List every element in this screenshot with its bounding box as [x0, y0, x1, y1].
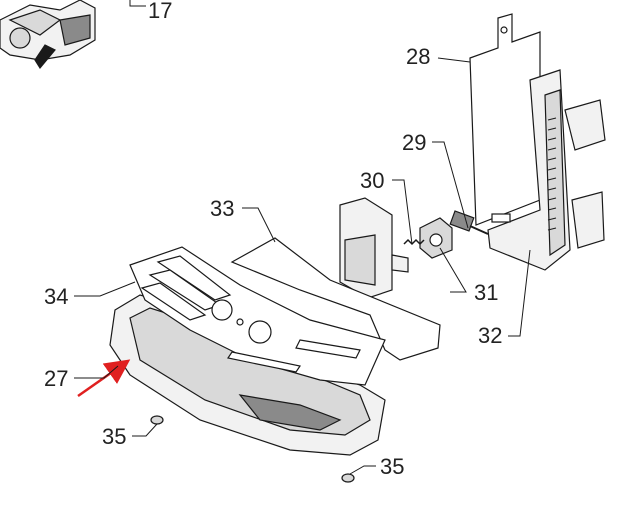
callout-33: 33	[210, 196, 235, 221]
callout-35-left: 35	[102, 424, 127, 449]
part-30-spring	[403, 238, 425, 246]
callout-32: 32	[478, 323, 503, 348]
callout-35-right: 35	[380, 454, 405, 479]
callout-28: 28	[406, 44, 431, 69]
part-35-foot-left	[150, 415, 164, 425]
part-28-rear-plate	[469, 13, 541, 226]
part-32-frame	[487, 69, 606, 271]
part-35-foot-right	[341, 473, 355, 483]
callout-34: 34	[44, 284, 69, 309]
callout-27: 27	[44, 366, 69, 391]
part-latch-bracket	[339, 197, 409, 299]
part-17-assembly	[0, 0, 96, 70]
part-31-knob	[419, 217, 453, 259]
part-33-lid	[230, 237, 441, 361]
callout-29: 29	[402, 130, 427, 155]
leader-lines	[74, 0, 531, 475]
callout-30: 30	[360, 168, 385, 193]
callout-17: 17	[148, 0, 173, 23]
indicator-arrow	[77, 359, 131, 398]
callout-31: 31	[474, 280, 499, 305]
part-34-grate	[129, 246, 386, 386]
